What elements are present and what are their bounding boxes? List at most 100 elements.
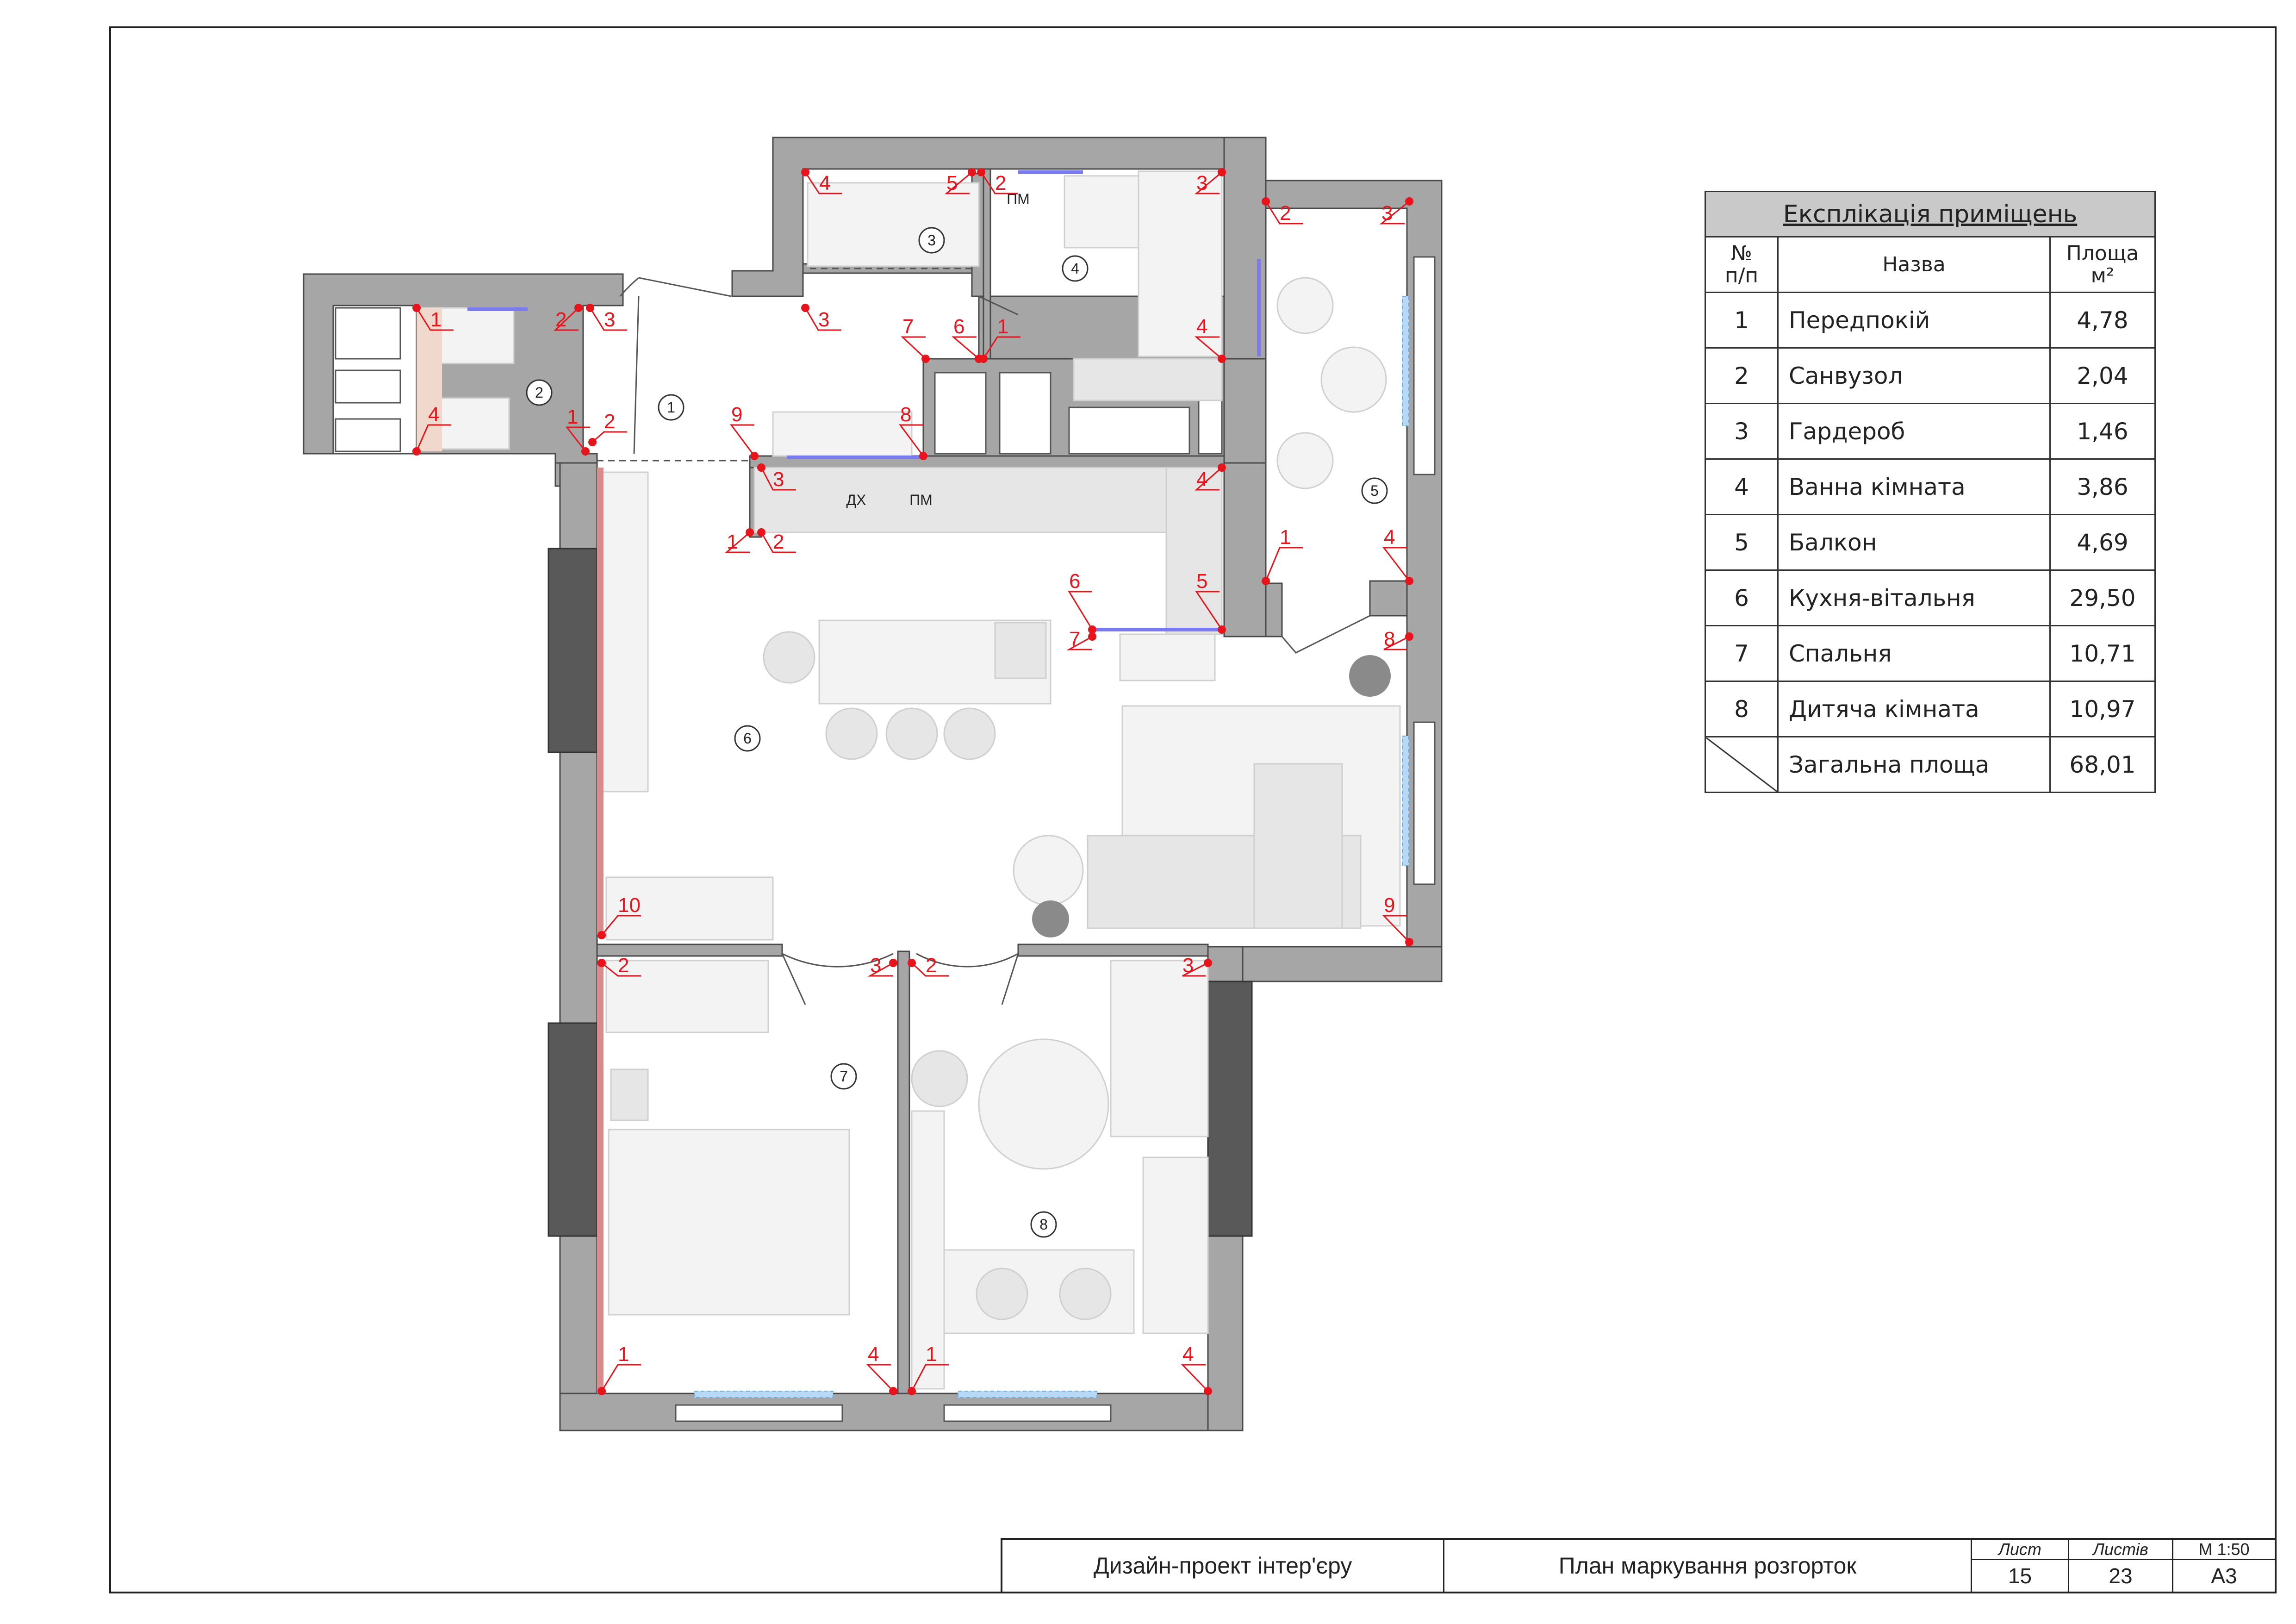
elevation-mark-point — [750, 452, 759, 460]
elevation-mark-label: 5 — [1196, 570, 1207, 593]
elevation-mark-point — [574, 304, 583, 312]
elevation-mark-point — [889, 1387, 897, 1395]
elevation-mark-point — [889, 959, 897, 967]
wall-partition-rooms — [897, 950, 910, 1394]
elevation-mark-leader — [589, 307, 627, 331]
sheet-name: План маркування розгорток — [1444, 1540, 1972, 1592]
elevation-mark-label: 3 — [870, 954, 881, 977]
elevation-mark-leader — [1182, 962, 1208, 977]
wall-finish-strip-1 — [597, 468, 604, 935]
elevation-mark-leader — [592, 431, 627, 443]
header-num: № п/п — [1705, 236, 1779, 293]
elevation-mark-point — [1405, 577, 1413, 585]
plant-icon — [1032, 900, 1069, 937]
elevation-mark-label: 8 — [1384, 628, 1395, 650]
room-number: 2 — [535, 384, 543, 401]
elevation-mark-label: 3 — [773, 468, 784, 491]
elevation-mark-leader — [1265, 547, 1303, 581]
elevation-mark-point — [581, 447, 590, 456]
dashed-lines — [597, 268, 1409, 1398]
elevation-mark-leader — [601, 915, 641, 936]
elevation-mark-leader — [1194, 171, 1222, 194]
room-number: 7 — [840, 1068, 848, 1085]
elevation-mark-leader — [1181, 1364, 1209, 1392]
elevation-mark-label: 7 — [902, 315, 914, 338]
elevation-mark-leader — [1265, 201, 1303, 225]
elevation-mark-label: 3 — [818, 308, 829, 331]
elevation-mark-point — [1405, 632, 1413, 641]
room-number: 8 — [1039, 1216, 1048, 1233]
elevation-mark-label: 2 — [1280, 202, 1291, 225]
elevation-mark-leader — [983, 336, 1020, 359]
elevation-mark-point — [597, 1387, 606, 1395]
elevation-mark-point — [1262, 577, 1270, 585]
elevation-mark-leader — [980, 172, 1018, 194]
elevation-mark-point — [1218, 625, 1226, 634]
elevation-mark-leader — [1195, 467, 1222, 491]
elevation-mark-label: 3 — [604, 308, 615, 331]
elevation-mark-leader — [760, 467, 796, 491]
elevation-mark-label: 2 — [773, 531, 784, 553]
elevation-mark-point — [1262, 197, 1270, 206]
elevation-mark-label: 4 — [1196, 315, 1207, 338]
elevation-mark-leader — [1382, 547, 1410, 581]
table-title: Експлікація приміщень — [1705, 191, 2156, 237]
elevation-mark-label: 2 — [618, 954, 629, 977]
elevation-mark-point — [1218, 168, 1226, 176]
elevation-mark-leader — [951, 336, 979, 360]
elevation-mark-label: 4 — [1384, 526, 1395, 549]
elevation-mark-leader — [1195, 591, 1223, 630]
elevation-mark-label: 1 — [430, 308, 442, 331]
elevation-mark-leader — [804, 307, 841, 331]
elevation-mark-leader — [804, 172, 842, 194]
elevation-mark-leader — [724, 531, 750, 553]
sheets-label: Листів — [2069, 1540, 2173, 1560]
elevation-mark-label: 4 — [428, 403, 439, 426]
elevation-mark-label: 1 — [997, 315, 1008, 338]
elevation-mark-leader — [1383, 636, 1410, 650]
sheet-label: Лист — [1972, 1540, 2069, 1560]
elevation-mark-leader — [867, 962, 894, 977]
room-number: 5 — [1370, 482, 1379, 499]
wall-finish-strip-2 — [597, 965, 604, 1393]
project-title: Дизайн-проект інтер'єру — [1002, 1540, 1444, 1592]
elevation-mark-leader — [565, 426, 590, 452]
elevation-mark-point — [1088, 625, 1096, 634]
elevation-mark-point — [588, 438, 597, 446]
elevation-mark-leader — [1379, 200, 1410, 225]
elevation-mark-leader — [760, 532, 796, 553]
wall-dark-1 — [548, 548, 598, 753]
elevation-mark-label: 3 — [1381, 202, 1393, 225]
elevation-mark-point — [908, 1387, 916, 1395]
elevation-mark-label: 1 — [618, 1343, 629, 1366]
elevation-mark-leader — [1194, 336, 1222, 360]
elevation-mark-point — [801, 168, 809, 176]
elevation-mark-label: 1 — [926, 1343, 937, 1366]
plant-icon — [1349, 655, 1391, 697]
elevation-mark-leader — [901, 336, 927, 360]
elevation-mark-point — [977, 168, 985, 176]
elevation-mark-leader — [1068, 591, 1093, 630]
elevation-mark-label: 7 — [1069, 628, 1080, 650]
elevation-mark-point — [1088, 632, 1096, 641]
wall-partition-top2 — [1017, 943, 1209, 957]
elevation-mark-leader — [1066, 636, 1093, 650]
elevation-mark-point — [412, 447, 421, 456]
elevation-mark-leader — [944, 171, 972, 194]
elevation-mark-point — [1204, 959, 1212, 967]
elevation-mark-label: 9 — [1384, 894, 1395, 917]
title-block: Дизайн-проект інтер'єру План маркування … — [1001, 1538, 2277, 1593]
wall-dark-2 — [548, 1022, 598, 1237]
elevation-mark-label: 5 — [946, 172, 958, 194]
wall-bottom — [559, 1393, 1244, 1431]
elevation-mark-leader — [866, 1364, 894, 1392]
elevation-mark-label: 2 — [555, 308, 566, 331]
windows — [675, 256, 1436, 1422]
elevation-mark-point — [1218, 463, 1226, 472]
elevation-mark-point — [412, 304, 421, 312]
elevation-mark-point — [921, 355, 930, 363]
